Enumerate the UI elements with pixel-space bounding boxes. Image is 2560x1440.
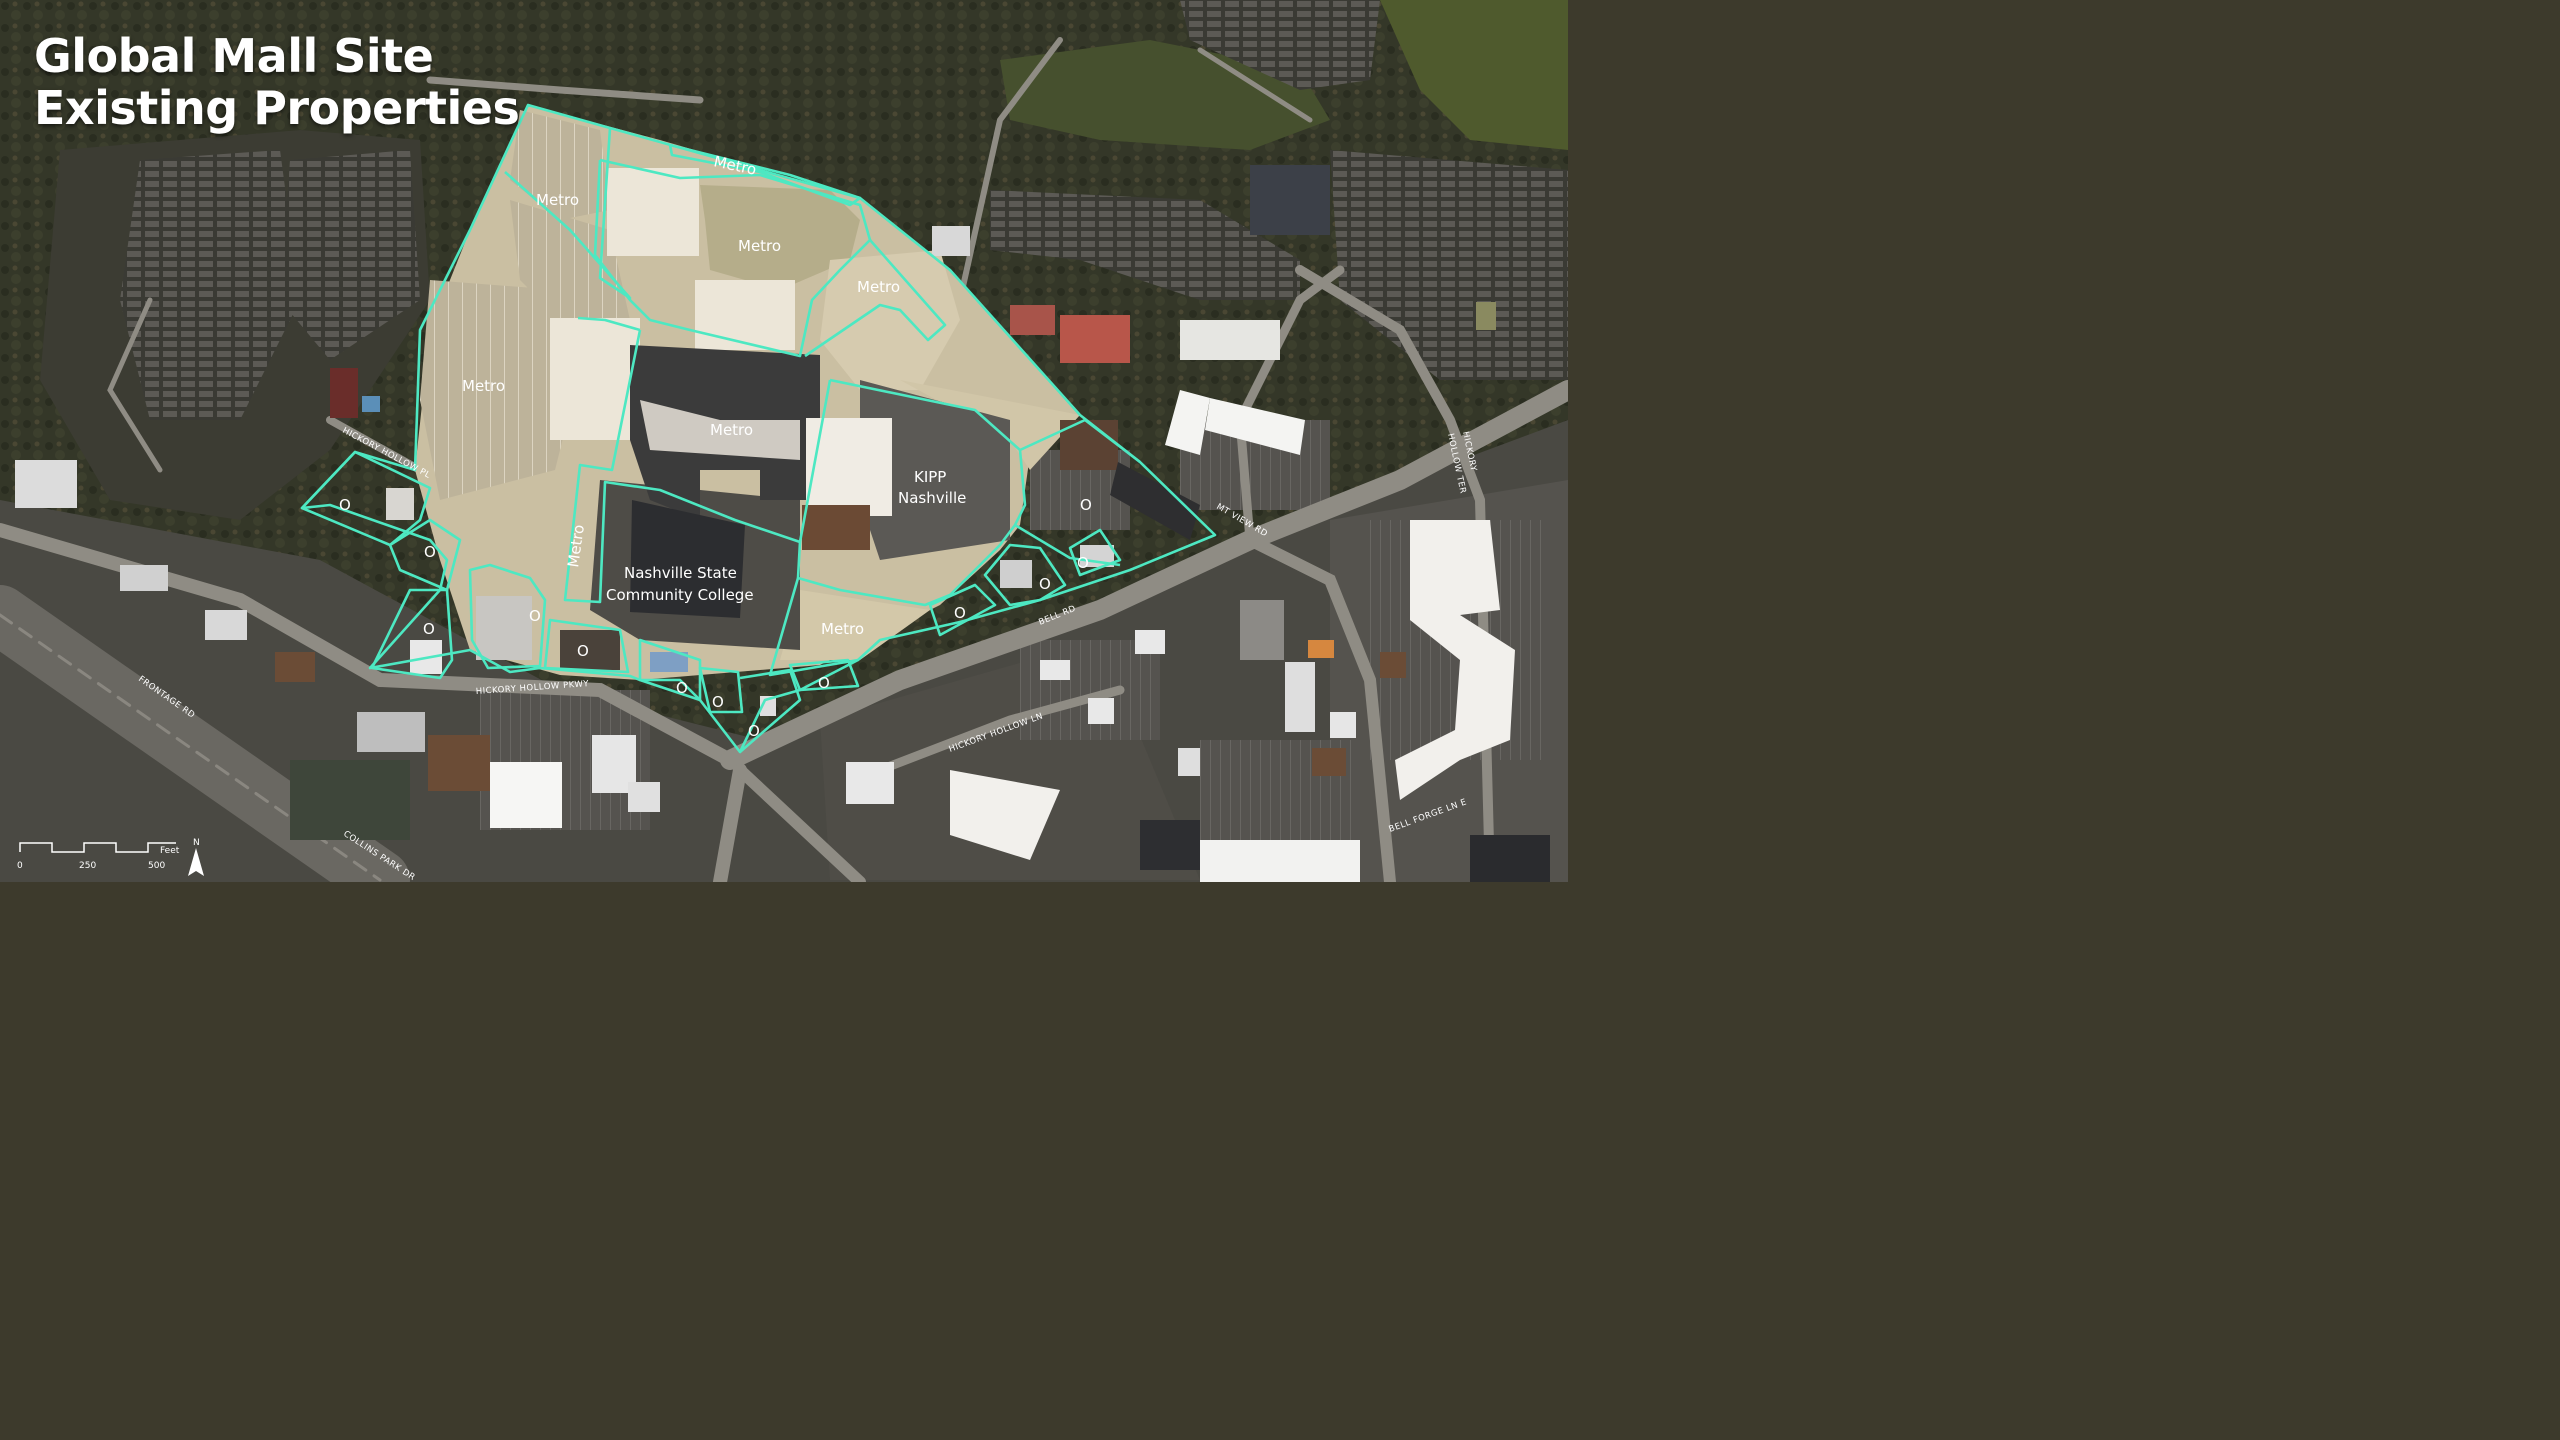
label-kipp-line2: Nashville — [898, 489, 966, 507]
north-label: N — [193, 838, 200, 848]
title-line-1: Global Mall Site — [34, 29, 434, 83]
parcel-labels: Metro Metro Metro Metro Metro Metro Metr… — [339, 152, 1092, 740]
terrain-layer — [0, 0, 1568, 882]
label-metro-south: Metro — [821, 620, 864, 638]
label-o: O — [577, 642, 589, 660]
label-metro-ne: Metro — [857, 278, 900, 296]
scale-unit: Feet — [160, 846, 180, 856]
parcel-metro-south[interactable] — [768, 577, 859, 677]
parcel-o-south-1[interactable] — [788, 658, 860, 692]
parcel-o-south-3[interactable] — [698, 666, 744, 714]
label-o: O — [1080, 496, 1092, 514]
title-line-2: Existing Properties — [34, 81, 520, 135]
parcel-metro-mall[interactable] — [563, 329, 832, 604]
parcel-metro-center-top[interactable] — [593, 158, 872, 358]
scale-tick-500: 500 — [148, 861, 165, 871]
label-o: O — [423, 620, 435, 638]
parcel-kipp[interactable] — [796, 378, 1027, 607]
label-o: O — [424, 543, 436, 561]
label-o: O — [954, 604, 966, 622]
label-nscc-line2: Community College — [606, 586, 754, 604]
parcel-o-east-4[interactable] — [983, 543, 1067, 607]
parcel-o-east-3[interactable] — [1068, 528, 1122, 577]
scale-tick-0: 0 — [17, 861, 23, 871]
north-arrow-icon — [188, 848, 204, 876]
parcel-o-east-5[interactable] — [928, 583, 997, 637]
label-o: O — [712, 693, 724, 711]
label-o: O — [676, 679, 688, 697]
parcel-o-south-2[interactable] — [739, 668, 802, 753]
label-metro-nw: Metro — [536, 191, 579, 209]
label-o: O — [339, 496, 351, 514]
label-o: O — [1077, 554, 1089, 572]
label-metro-center-top: Metro — [738, 237, 781, 255]
buildings-layer — [15, 165, 1550, 882]
parcel-o-east-1[interactable] — [1019, 418, 1141, 464]
parcel-o-south-6[interactable] — [468, 563, 547, 670]
parcel-o-south-7[interactable] — [370, 588, 454, 680]
label-metro-strip: Metro — [564, 523, 588, 568]
label-metro-west: Metro — [462, 377, 505, 395]
aerial-map[interactable]: Metro Metro Metro Metro Metro Metro Metr… — [0, 0, 1568, 882]
parcel-o-west-1[interactable] — [388, 518, 462, 592]
parcel-metro-west[interactable] — [577, 316, 641, 332]
parcel-metro-north[interactable] — [668, 143, 862, 207]
parcel-o-west-2[interactable] — [300, 450, 432, 547]
page-title: Global Mall Site Existing Properties — [34, 29, 520, 135]
label-nscc-line1: Nashville State — [624, 564, 737, 582]
label-o: O — [1039, 575, 1051, 593]
label-metro-mall: Metro — [710, 421, 753, 439]
parcel-metro-ne[interactable] — [804, 239, 947, 358]
label-o: O — [748, 722, 760, 740]
label-o: O — [818, 674, 830, 692]
label-o: O — [529, 607, 541, 625]
parcel-outlines — [300, 103, 1217, 754]
scale-bar: 0 250 500 Feet N — [17, 838, 204, 876]
parcel-o-east-2[interactable] — [1014, 523, 1121, 567]
parcel-o-south-5[interactable] — [543, 618, 630, 674]
scale-tick-250: 250 — [79, 861, 96, 871]
parcel-o-south-4[interactable] — [638, 638, 702, 702]
label-kipp-line1: KIPP — [914, 468, 946, 486]
